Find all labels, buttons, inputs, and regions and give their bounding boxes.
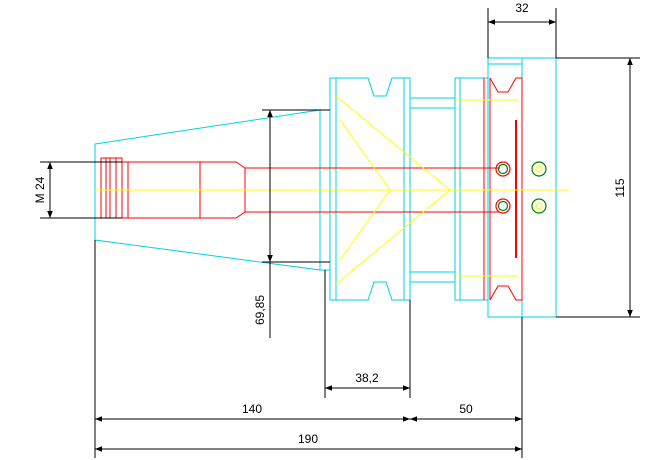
cross-holes	[495, 161, 547, 214]
dim-top-width: 32	[515, 1, 529, 15]
dim-taper-diameter: 69,85	[253, 295, 267, 325]
section-lines	[100, 77, 523, 301]
dim-length-140: 140	[242, 402, 262, 416]
dim-total-length: 190	[298, 432, 318, 446]
dimension-lines	[40, 8, 640, 458]
center-lines	[95, 95, 570, 285]
dim-gauge-length: 38,2	[355, 371, 379, 385]
dim-length-50: 50	[459, 402, 473, 416]
dim-thread: M 24	[33, 176, 47, 203]
dim-height-right: 115	[613, 178, 627, 197]
